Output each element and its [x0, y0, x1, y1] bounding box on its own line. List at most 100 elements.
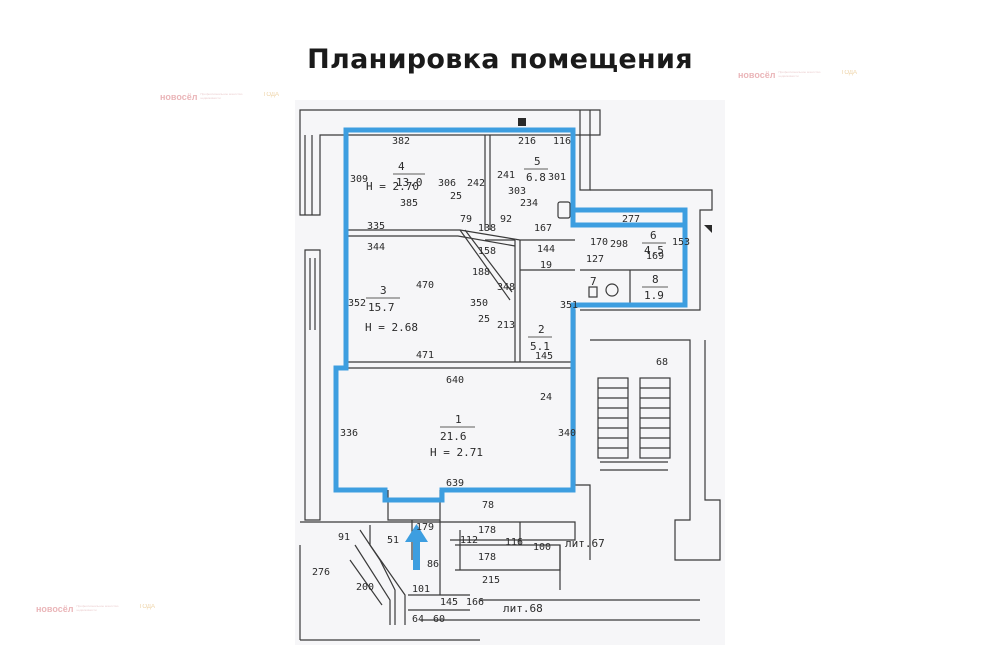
- apartment-outline: [333, 127, 688, 503]
- dim-label: 350: [470, 298, 488, 309]
- dim-label: 170: [590, 237, 608, 248]
- building-letter-label: лит.68: [503, 602, 543, 615]
- dim-label: 216: [518, 136, 536, 147]
- watermark-brand: новосёл: [36, 604, 74, 614]
- dim-label: 200: [356, 582, 374, 593]
- dim-label: 92: [500, 214, 512, 225]
- dim-label: 335: [367, 221, 385, 232]
- dim-label: 306: [438, 178, 456, 189]
- watermark-brand: новосёл: [738, 70, 776, 80]
- dim-label: 213: [497, 320, 515, 331]
- dim-label: 470: [416, 280, 434, 291]
- watermark-tagline: Профессиональное агентство недвижимости: [200, 92, 243, 100]
- room-7-number: 7: [590, 275, 597, 288]
- watermark-tagline: Профессиональное агентство недвижимости: [76, 604, 119, 612]
- dim-label: 167: [534, 223, 552, 234]
- dim-label: 51: [387, 535, 399, 546]
- dim-label: 68: [656, 357, 668, 368]
- watermark: новосёл Профессиональное агентство недви…: [160, 92, 279, 102]
- dim-label: 640: [446, 375, 464, 386]
- dim-label: 91: [338, 532, 350, 543]
- dim-label: 100: [533, 542, 551, 553]
- room-4-height: H = 2.70: [366, 180, 419, 193]
- watermark-tagline: Профессиональное агентство недвижимости: [778, 70, 821, 78]
- dim-label: 112: [460, 535, 478, 546]
- dim-label: 169: [646, 251, 664, 262]
- room-8-number: 8: [652, 273, 659, 286]
- watermark: новосёл Профессиональное агентство недви…: [738, 70, 857, 80]
- dim-label: 242: [467, 178, 485, 189]
- building-letter-label: лит.67: [565, 537, 605, 550]
- dim-label: 303: [508, 186, 526, 197]
- dim-label: 101: [412, 584, 430, 595]
- watermark: новосёл Профессиональное агентство недви…: [36, 604, 155, 614]
- room-1-number: 1: [455, 413, 462, 426]
- dim-label: 178: [478, 552, 496, 563]
- page-title: Планировка помещения: [307, 44, 693, 75]
- room-1-area: 21.6: [440, 430, 467, 443]
- watermark-badge: ГОДА: [139, 604, 155, 610]
- dim-label: 116: [553, 136, 571, 147]
- room-3-area: 15.7: [368, 301, 395, 314]
- dim-label: 298: [610, 239, 628, 250]
- dim-label: 179: [416, 522, 434, 533]
- dim-label: 78: [482, 500, 494, 511]
- room-1-height: H = 2.71: [430, 446, 483, 459]
- room-4-number: 4: [398, 160, 405, 173]
- dim-label: 382: [392, 136, 410, 147]
- dim-label: 277: [622, 214, 640, 225]
- dim-label: 116: [505, 537, 523, 548]
- room-3-number: 3: [380, 284, 387, 297]
- wall-mark: [518, 118, 526, 126]
- dim-label: 340: [558, 428, 576, 439]
- dim-label: 158: [478, 246, 496, 257]
- watermark-brand: новосёл: [160, 92, 198, 102]
- dim-label: 336: [340, 428, 358, 439]
- dim-label: 348: [497, 282, 515, 293]
- dim-label: 145: [535, 351, 553, 362]
- dim-label: 79: [460, 214, 472, 225]
- dim-label: 241: [497, 170, 515, 181]
- dim-label: 153: [672, 237, 690, 248]
- dim-label: 344: [367, 242, 385, 253]
- dim-label: 301: [548, 172, 566, 183]
- dim-label: 276: [312, 567, 330, 578]
- dim-label: 145: [440, 597, 458, 608]
- room-3-height: H = 2.68: [365, 321, 418, 334]
- dim-label: 471: [416, 350, 434, 361]
- room-6-area: 4.5: [644, 244, 664, 257]
- plan-paper: [295, 100, 725, 645]
- dim-label: 188: [472, 267, 490, 278]
- dim-label: 144: [537, 244, 555, 255]
- dim-label: 385: [400, 198, 418, 209]
- room-2-area: 5.1: [530, 340, 550, 353]
- entrance-arrow-icon: [405, 524, 428, 570]
- plan-linework: [299, 109, 721, 641]
- dim-label: 138: [478, 223, 496, 234]
- dim-label: 127: [586, 254, 604, 265]
- room-5-area: 6.8: [526, 171, 546, 184]
- dim-label: 215: [482, 575, 500, 586]
- dim-label: 24: [540, 392, 552, 403]
- dim-label: 64: [412, 614, 424, 625]
- room-2-number: 2: [538, 323, 545, 336]
- dim-label: 166: [466, 597, 484, 608]
- watermark-badge: ГОДА: [841, 70, 857, 76]
- dim-label: 25: [478, 314, 490, 325]
- dim-label: 234: [520, 198, 538, 209]
- dim-label: 309: [350, 174, 368, 185]
- dim-label: 60: [433, 614, 445, 625]
- room-6-number: 6: [650, 229, 657, 242]
- dim-label: 86: [427, 559, 439, 570]
- room-8-area: 1.9: [644, 289, 664, 302]
- dim-label: 25: [450, 191, 462, 202]
- wall-mark: [704, 225, 712, 233]
- dim-label: 639: [446, 478, 464, 489]
- annex-outline: [573, 207, 688, 308]
- dim-label: 178: [478, 525, 496, 536]
- dim-label: 352: [348, 298, 366, 309]
- dim-label: 351: [560, 300, 578, 311]
- room-4-area: 13.0: [396, 176, 423, 189]
- watermark-badge: ГОДА: [263, 92, 279, 98]
